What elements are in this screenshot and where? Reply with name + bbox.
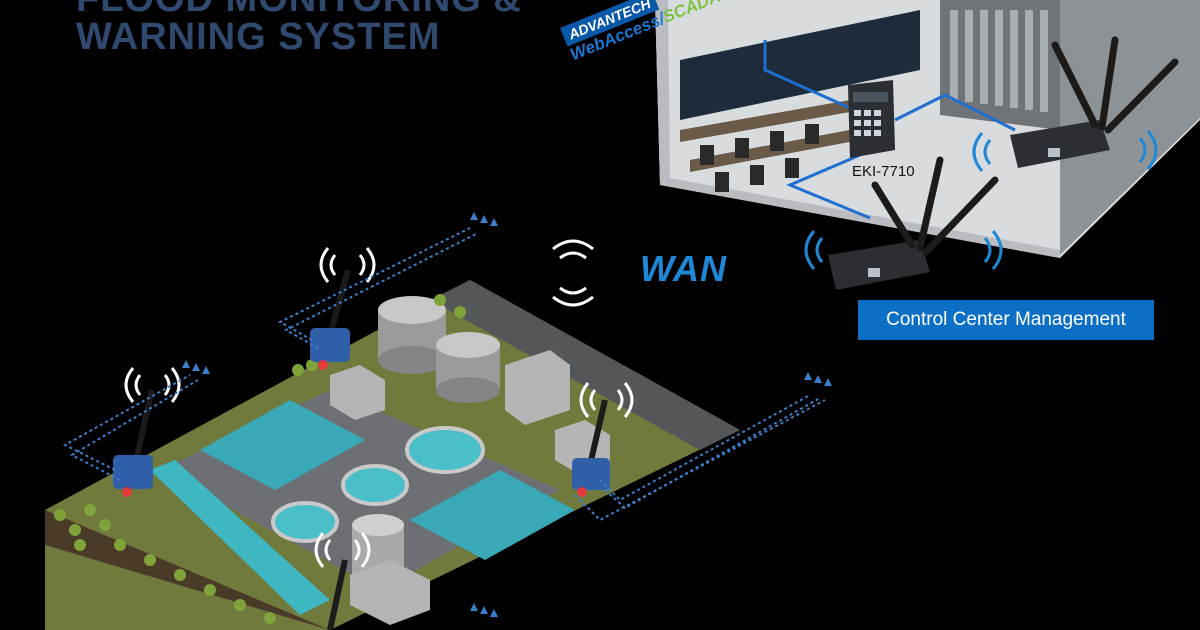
control-center-button[interactable]: Control Center Management bbox=[858, 300, 1154, 340]
wan-label: WAN bbox=[640, 248, 727, 289]
sensor-node-bottom bbox=[327, 559, 348, 630]
wan-wireless-icon bbox=[552, 239, 594, 307]
sensor-node-right bbox=[572, 399, 610, 497]
wireless-wave-icons bbox=[804, 130, 1158, 270]
page-title-line2: WARNING SYSTEM bbox=[76, 16, 441, 58]
sensor-node-left bbox=[113, 389, 155, 497]
data-link-paths bbox=[62, 227, 826, 522]
sensor-node-top bbox=[310, 269, 351, 370]
sensor-wave-icons bbox=[124, 247, 634, 568]
page-title-line1: FLOOD MONITORING & bbox=[76, 0, 522, 21]
gateway-router-top bbox=[1010, 36, 1179, 168]
gateway-router-bottom bbox=[828, 156, 999, 290]
eki-switch-device bbox=[848, 80, 895, 158]
switch-model-label: EKI-7710 bbox=[852, 163, 915, 180]
water-treatment-plant bbox=[45, 280, 740, 630]
uplink-arrow-icons bbox=[182, 212, 832, 617]
